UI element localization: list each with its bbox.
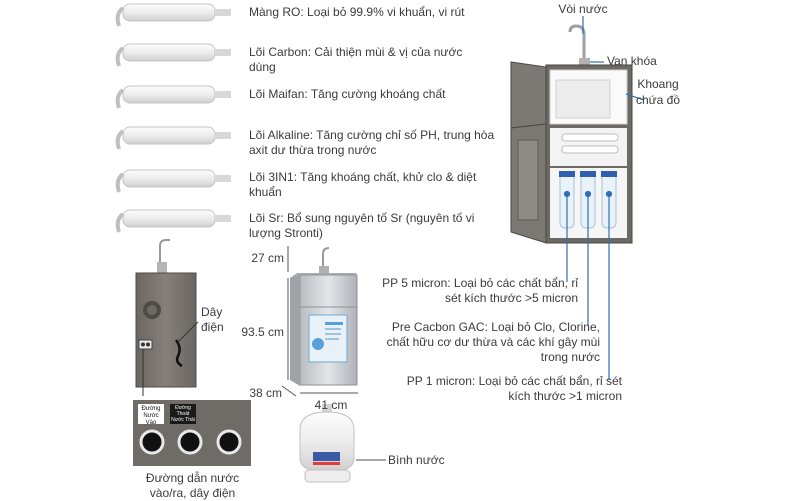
filter-maifan-image (115, 85, 231, 109)
filter-carbon-image (115, 43, 231, 67)
water-tank-label: Bình nước (388, 453, 445, 467)
leader-lines (563, 16, 645, 380)
water-out-port-label: Đường Thoát Nước Thải (171, 405, 195, 423)
gac-label: Pre Cacbon GAC: Loại bỏ Clo, Clorine, ch… (386, 320, 600, 364)
filter-sr-image (115, 209, 231, 233)
filter-alkaline-label: Lõi Alkaline: Tăng cường chỉ số PH, trun… (249, 128, 495, 157)
filter-maifan-label: Lõi Maifan: Tăng cường khoáng chất (249, 87, 446, 101)
power-cord-label: Dây điện (201, 305, 224, 334)
dimension-top: 27 cm (251, 251, 284, 265)
valve-label: Van khóa (607, 54, 657, 68)
pp5-label: PP 5 micron: Loại bỏ các chất bẩn, rỉ sé… (382, 276, 578, 305)
water-in-port-label: Đường Nước Vào (141, 406, 161, 426)
ports-caption: Đường dẫn nước vào/ra, dây điện (145, 471, 240, 500)
filter-carbon-label: Lõi Carbon: Cải thiện mùi & vị của nước … (249, 45, 463, 74)
faucet-label: Vòi nước (558, 2, 608, 16)
water-out-port-icon (177, 429, 203, 455)
storage-label: Khoang chứa đồ (635, 77, 681, 107)
filter-3in1-image (115, 169, 231, 193)
filter-ro-label: Màng RO: Loại bỏ 99.9% vi khuẩn, vi rút (249, 5, 465, 19)
power-port-icon (216, 429, 242, 455)
filter-sr-label: Lõi Sr: Bổ sung nguyên tố Sr (nguyên tố … (249, 211, 475, 240)
pp1-label: PP 1 micron: Loại bỏ các chất bẩn, rỉ sé… (406, 374, 622, 403)
dimension-lines (281, 246, 358, 397)
filter-ro-image (115, 3, 231, 27)
filter-alkaline-image (115, 126, 231, 150)
back-view-cabinet (135, 239, 197, 388)
filter-3in1-label: Lõi 3IN1: Tăng khoáng chất, khử clo & di… (249, 170, 477, 199)
dimension-depth: 38 cm (249, 386, 282, 400)
water-in-port-icon (139, 429, 165, 455)
front-cabinet (290, 247, 358, 386)
water-tank (299, 404, 355, 483)
ports-inset (133, 400, 251, 466)
dimension-width: 41 cm (314, 398, 348, 412)
dimension-height: 93.5 cm (241, 325, 284, 339)
